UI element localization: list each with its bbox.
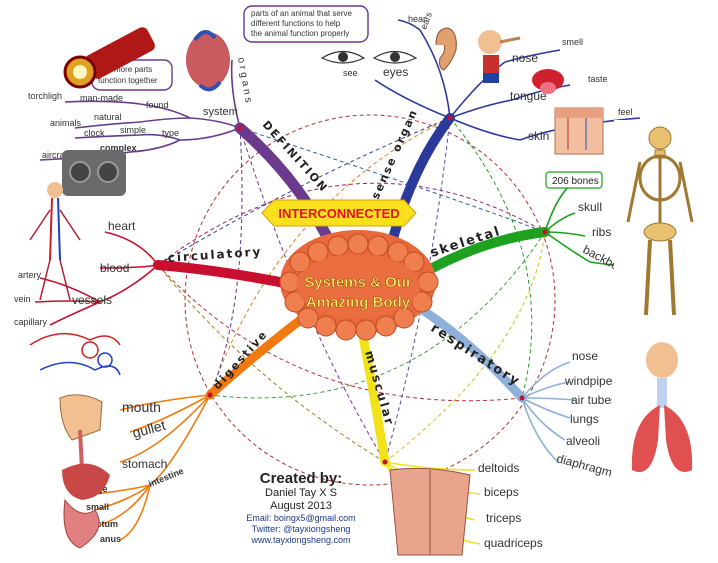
label-smell: smell	[562, 37, 583, 47]
label-gullet: gullet	[131, 417, 168, 441]
digestive-system-icon	[59, 394, 110, 549]
tongue-icon	[532, 69, 564, 94]
ear-icon	[435, 27, 457, 71]
credit-block: Created by: Daniel Tay X S August 2013 E…	[226, 470, 376, 546]
pinocchio-nose-icon	[478, 30, 521, 83]
note-organs-line2: different functions to help	[251, 19, 341, 28]
label-windpipe: windpipe	[564, 374, 613, 388]
label-anus: anus	[100, 534, 121, 544]
label-vein: vein	[14, 294, 31, 304]
credit-twitter: Twitter: @tayxiongsheng	[251, 524, 351, 534]
credit-created-by: Created by:	[259, 470, 343, 487]
credit-author: Daniel Tay X S	[265, 487, 337, 499]
branch-label-circulatory: circulatory	[167, 244, 262, 265]
label-artery: artery	[18, 270, 42, 280]
interconnected-label: INTERCONNECTED	[278, 206, 399, 221]
label-skin: skin	[528, 129, 549, 143]
respiratory-system-icon	[612, 340, 712, 490]
branch-label-respiratory: respiratory	[428, 321, 523, 390]
heart-organ-icon	[186, 30, 230, 92]
label-rectum: rectum	[88, 519, 118, 529]
label-206-bones: 206 bones	[552, 176, 599, 187]
sub-branches	[34, 19, 641, 545]
label-mouth: mouth	[122, 399, 161, 415]
label-type: type	[162, 128, 179, 138]
label-lungs: lungs	[570, 412, 599, 426]
label-feel: feel	[618, 107, 633, 117]
note-system-line1: 2 or more parts	[98, 65, 152, 74]
credit-date: August 2013	[270, 500, 332, 512]
label-heart: heart	[108, 219, 136, 233]
note-organs-line1: parts of an animal that serve	[251, 9, 352, 18]
central-cell-cluster	[279, 230, 439, 341]
label-alveoli: alveoli	[566, 434, 600, 448]
label-blood: blood	[100, 261, 129, 275]
muscle-back-icon	[389, 467, 471, 556]
label-biceps: biceps	[484, 485, 519, 499]
label-taste: taste	[588, 74, 608, 84]
label-nose: nose	[512, 51, 538, 65]
note-organs: parts of an animal that serve different …	[243, 5, 369, 43]
label-deltoids: deltoids	[478, 461, 519, 475]
eyes-icon	[320, 50, 418, 64]
skeleton-icon	[614, 120, 709, 330]
note-system-line2: function together	[98, 76, 158, 85]
label-torchlight: torchligh	[28, 91, 62, 101]
branch-label-digestive: digestive	[211, 327, 271, 392]
label-clock: clock	[84, 128, 105, 138]
label-simple: simple	[120, 125, 146, 135]
capillary-network-icon	[29, 332, 121, 376]
label-stomach: stomach	[122, 457, 167, 471]
center-title-line1: Systems & Our	[304, 274, 412, 291]
interconnection-lines	[157, 114, 556, 486]
label-natural: natural	[94, 112, 122, 122]
label-system: system	[203, 106, 238, 118]
circulatory-system-icon	[29, 182, 81, 301]
label-animals: animals	[50, 118, 82, 128]
skin-icon	[554, 107, 604, 155]
label-see: see	[343, 68, 358, 78]
label-air-tubes: air tubes	[571, 393, 617, 407]
label-organs: organs	[235, 57, 254, 107]
label-capillary: capillary	[14, 317, 48, 327]
credit-email: Email: boingx5@gmail.com	[246, 513, 356, 523]
torchlight-icon	[63, 27, 155, 89]
label-resp-nose: nose	[572, 349, 598, 363]
label-man-made: man-made	[80, 93, 123, 103]
label-ribs: ribs	[592, 225, 611, 239]
label-small: small	[86, 502, 109, 512]
label-found: found	[146, 100, 169, 110]
svg-text:2 or more parts function: 2 or more parts function together	[98, 65, 158, 85]
label-quadriceps: quadriceps	[484, 536, 543, 550]
note-organs-text: parts of an animal that serve different …	[251, 9, 354, 38]
label-vessels: vessels	[72, 293, 112, 307]
label-diaphragm: diaphragm	[555, 451, 613, 479]
credit-website: www.tayxiongsheng.com	[251, 535, 351, 545]
branch-nodes	[155, 115, 548, 465]
label-tongue: tongue	[510, 89, 547, 103]
center-title-line2: Amazing Body	[306, 294, 411, 311]
label-skull: skull	[578, 200, 602, 214]
aircraft-engine-icon	[62, 150, 126, 196]
label-hear: hear	[408, 14, 426, 24]
interconnected-banner: INTERCONNECTED	[261, 199, 417, 227]
label-triceps: triceps	[486, 511, 521, 525]
label-complex: complex	[100, 143, 137, 153]
label-eyes: eyes	[383, 65, 408, 79]
bones-box: 206 bones	[545, 171, 603, 189]
note-organs-line3: the animal function properly	[251, 29, 349, 38]
